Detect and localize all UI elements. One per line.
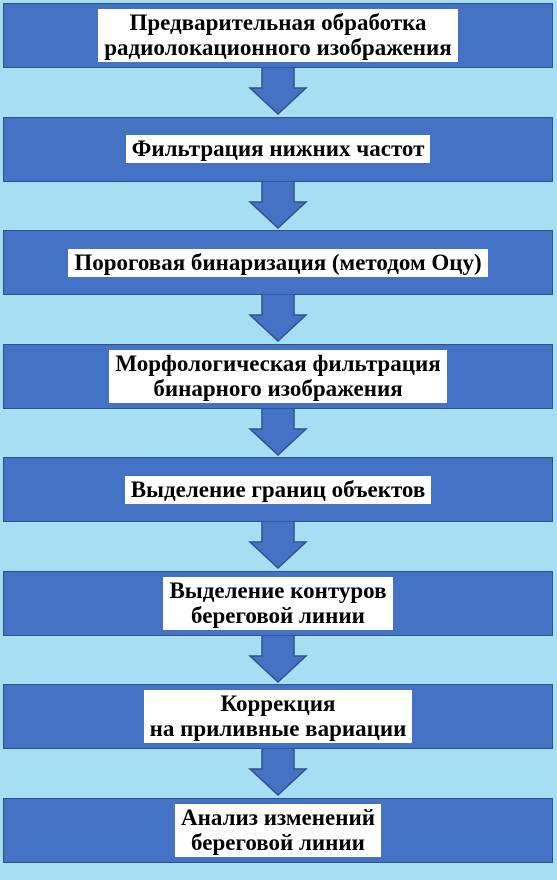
step-label: Пороговая бинаризация (методом Оцу) [68, 248, 488, 277]
step-label: Выделение контуров береговой линии [163, 576, 393, 630]
step-low-pass-filtering: Фильтрация нижних частот [3, 116, 553, 182]
down-arrow-icon [248, 748, 308, 796]
step-label: Анализ изменений береговой линии [175, 803, 381, 857]
step-label: Фильтрация нижних частот [125, 135, 431, 163]
down-arrow-icon [248, 407, 308, 456]
step-threshold-binarization: Пороговая бинаризация (методом Оцу) [3, 230, 553, 295]
step-label: Морфологическая фильтрация бинарного изо… [109, 349, 447, 403]
step-coastline-contours: Выделение контуров береговой линии [3, 570, 553, 636]
step-label: Предварительная обработка радиолокационн… [98, 9, 458, 62]
step-morphological-filtering: Морфологическая фильтрация бинарного изо… [3, 343, 553, 409]
down-arrow-icon [248, 180, 308, 229]
step-object-boundaries: Выделение границ объектов [3, 457, 553, 522]
down-arrow-icon [248, 634, 308, 683]
step-label: Коррекция на приливные вариации [143, 690, 413, 743]
down-arrow-icon [248, 67, 308, 115]
step-change-analysis: Анализ изменений береговой линии [3, 797, 553, 863]
step-label: Выделение границ объектов [124, 475, 432, 504]
down-arrow-icon [248, 521, 308, 569]
step-tidal-correction: Коррекция на приливные вариации [3, 684, 553, 749]
step-preprocessing: Предварительная обработка радиолокационн… [3, 3, 553, 68]
down-arrow-icon [248, 294, 308, 342]
